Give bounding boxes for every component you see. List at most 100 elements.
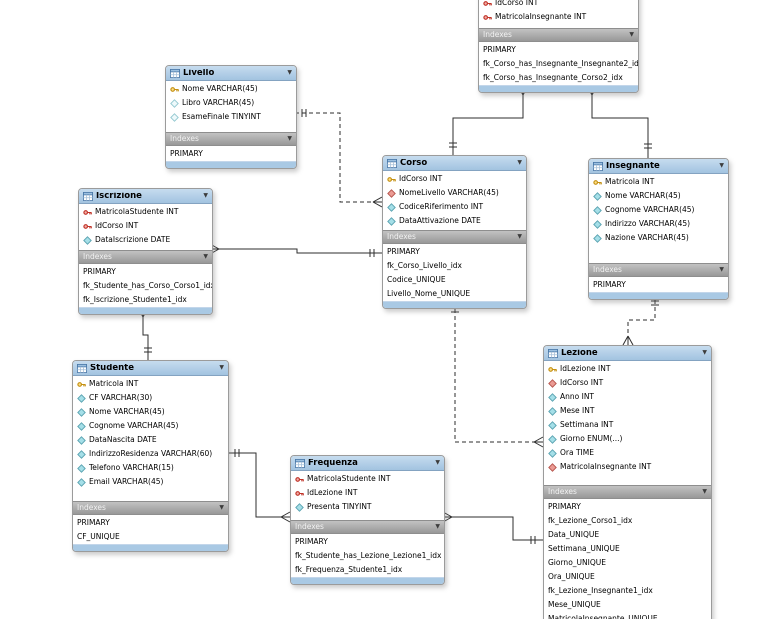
index-row[interactable]: Ora_UNIQUE [548,572,595,582]
chevron-down-icon[interactable]: ▼ [435,523,440,530]
chevron-down-icon[interactable]: ▼ [719,266,724,273]
index-row[interactable]: fk_Corso_has_Insegnante_Insegnante2_idx [483,59,638,69]
chevron-down-icon[interactable]: ▼ [702,349,707,356]
column-row[interactable]: Mese INT [544,404,711,418]
index-row[interactable]: PRIMARY [548,502,581,512]
relationship-corso-has-insegnante-to-corso[interactable] [449,85,529,155]
column-row[interactable]: Libro VARCHAR(45) [166,96,296,110]
chevron-down-icon[interactable]: ▼ [203,253,208,260]
indexes-header[interactable]: Indexes▼ [383,230,526,244]
index-row[interactable]: PRIMARY [295,537,328,547]
index-row[interactable]: fk_Iscrizione_Studente1_idx [83,295,187,305]
column-row[interactable]: Cognome VARCHAR(45) [589,203,728,217]
table-header[interactable]: Livello▼ [166,66,296,81]
index-row[interactable]: fk_Corso_Livello_idx [387,261,462,271]
chevron-down-icon[interactable]: ▼ [219,504,224,511]
index-row[interactable]: MatricolaInsegnante_UNIQUE [548,614,658,619]
table-header[interactable]: Corso▼ [383,156,526,171]
table-header[interactable]: Frequenza▼ [291,456,444,471]
index-row[interactable]: PRIMARY [483,45,516,55]
column-row[interactable]: CF VARCHAR(30) [73,391,228,405]
relationship-corso-has-insegnante-to-insegnante[interactable] [586,85,652,158]
index-row[interactable]: Giorno_UNIQUE [548,558,606,568]
column-row[interactable]: Nazione VARCHAR(45) [589,231,728,245]
column-row[interactable]: Settimana INT [544,418,711,432]
column-row[interactable]: IdCorso INT [383,172,526,186]
index-row[interactable]: Settimana_UNIQUE [548,544,620,554]
index-row[interactable]: PRIMARY [387,247,420,257]
relationship-insegnante-lezione[interactable] [622,293,659,346]
column-row[interactable]: Matricola INT [589,175,728,189]
index-row[interactable]: fk_Corso_has_Insegnante_Corso2_idx [483,73,623,83]
index-row[interactable]: CF_UNIQUE [77,532,120,542]
indexes-header[interactable]: Indexes▼ [73,501,228,515]
index-row[interactable]: PRIMARY [77,518,110,528]
chevron-down-icon[interactable]: ▼ [219,364,224,371]
table-header[interactable]: Insegnante▼ [589,159,728,174]
index-row[interactable]: PRIMARY [170,149,203,159]
index-row[interactable]: fk_Studente_has_Corso_Corso1_idx [83,281,212,291]
index-row[interactable]: Codice_UNIQUE [387,275,446,285]
column-row[interactable]: Cognome VARCHAR(45) [73,419,228,433]
column-row[interactable]: Nome VARCHAR(45) [73,405,228,419]
column-row[interactable]: Anno INT [544,390,711,404]
index-row[interactable]: fk_Lezione_Insegnante1_idx [548,586,653,596]
chevron-down-icon[interactable]: ▼ [517,233,522,240]
column-row[interactable]: Giorno ENUM(...) [544,432,711,446]
chevron-down-icon[interactable]: ▼ [287,135,292,142]
table-header[interactable]: Lezione▼ [544,346,711,361]
relationship-studente-frequenza[interactable] [227,449,291,523]
chevron-down-icon[interactable]: ▼ [287,69,292,76]
column-row[interactable]: MatricolaInsegnante INT [544,460,711,474]
column-row[interactable]: MatricolaStudente INT [291,472,444,486]
indexes-header[interactable]: Indexes▼ [544,485,711,499]
index-row[interactable]: PRIMARY [83,267,116,277]
indexes-header[interactable]: Indexes▼ [291,520,444,534]
column-row[interactable]: Nome VARCHAR(45) [589,189,728,203]
column-row[interactable]: Matricola INT [73,377,228,391]
column-row[interactable]: Presenta TINYINT [291,500,444,514]
table-header[interactable]: Iscrizione▼ [79,189,212,204]
column-row[interactable]: MatricolaInsegnante INT [479,10,638,24]
index-row[interactable]: Mese_UNIQUE [548,600,601,610]
column-row[interactable]: DataNascita DATE [73,433,228,447]
index-row[interactable]: fk_Studente_has_Lezione_Lezione1_idx [295,551,442,561]
column-row[interactable]: Telefono VARCHAR(15) [73,461,228,475]
indexes-header[interactable]: Indexes▼ [589,263,728,277]
column-row[interactable]: IndirizzoResidenza VARCHAR(60) [73,447,228,461]
chevron-down-icon[interactable]: ▼ [629,31,634,38]
indexes-header[interactable]: Indexes▼ [479,28,638,42]
column-row[interactable]: EsameFinale TINYINT [166,110,296,124]
index-row[interactable]: Data_UNIQUE [548,530,600,540]
relationship-livello-corso[interactable] [295,109,383,208]
relationship-corso-lezione[interactable] [451,302,544,448]
chevron-down-icon[interactable]: ▼ [702,488,707,495]
column-row[interactable]: Email VARCHAR(45) [73,475,228,489]
index-row[interactable]: PRIMARY [593,280,626,290]
column-row[interactable]: IdCorso INT [79,219,212,233]
column-row[interactable]: IdCorso INT [544,376,711,390]
column-row[interactable]: Nome VARCHAR(45) [166,82,296,96]
column-row[interactable]: Indirizzo VARCHAR(45) [589,217,728,231]
table-header[interactable]: Studente▼ [73,361,228,376]
index-row[interactable]: fk_Frequenza_Studente1_idx [295,565,403,575]
column-row[interactable]: NomeLivello VARCHAR(45) [383,186,526,200]
index-row[interactable]: Livello_Nome_UNIQUE [387,289,471,299]
relationship-iscrizione-corso[interactable] [209,243,382,257]
column-row[interactable]: IdLezione INT [544,362,711,376]
column-row[interactable]: CodiceRiferimento INT [383,200,526,214]
index-row[interactable]: fk_Lezione_Corso1_idx [548,516,633,526]
column-row[interactable]: DataIscrizione DATE [79,233,212,247]
relationship-iscrizione-studente[interactable] [137,307,152,360]
table-livello[interactable]: Livello▼Nome VARCHAR(45)Libro VARCHAR(45… [165,65,297,169]
chevron-down-icon[interactable]: ▼ [203,192,208,199]
relationship-frequenza-lezione[interactable] [442,511,543,544]
